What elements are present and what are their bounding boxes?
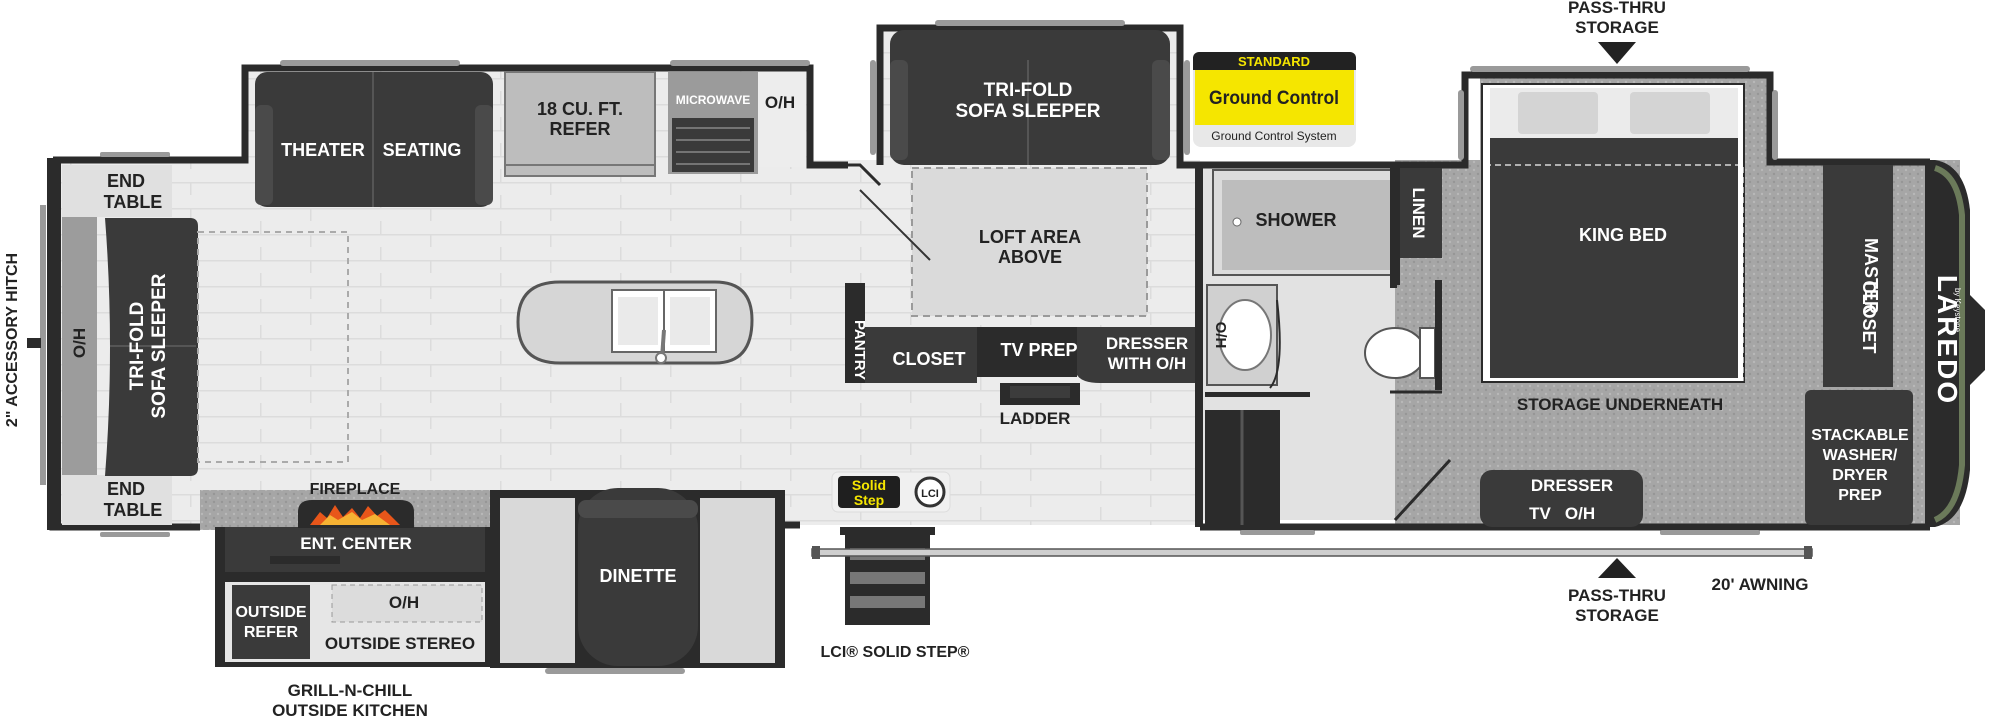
outside-kitchen-label-1: GRILL-N-CHILL (288, 681, 413, 700)
end-table-top (62, 165, 172, 217)
front-sofa-label-2: SOFA SLEEPER (149, 273, 170, 418)
gc-system-label: Ground Control System (1211, 129, 1336, 143)
end-table-bottom (62, 475, 172, 525)
bath-wall-left (1195, 165, 1203, 527)
loft-area (911, 167, 1148, 317)
pin-box (1970, 295, 1985, 385)
bedroom-oh-label: O/H (1565, 504, 1595, 523)
loft-label-1: LOFT AREA (979, 227, 1081, 247)
refer-label-2: REFER (549, 119, 610, 139)
pass-thru-bottom-label-1: PASS-THRU (1568, 586, 1666, 605)
pass-thru-top-label-2: STORAGE (1575, 18, 1659, 37)
front-oh-label: O/H (70, 328, 89, 358)
front-oh-panel (62, 215, 97, 475)
outside-oh-label: O/H (389, 593, 419, 612)
pantry-label: PANTRY (851, 320, 868, 380)
master-closet-label-1: MASTER (1861, 238, 1881, 314)
dinette-table (578, 488, 698, 666)
refer-label-1: 18 CU. FT. (537, 99, 623, 119)
linen-label: LINEN (1409, 188, 1428, 239)
shower-label: SHOWER (1256, 210, 1337, 230)
master-closet (1823, 165, 1893, 387)
end-table-top-label-1: END (107, 171, 145, 191)
toilet (1364, 327, 1426, 379)
linen-cabinet (1397, 168, 1442, 258)
bath-oh-label: O/H (1212, 322, 1229, 349)
gc-standard-label: STANDARD (1238, 54, 1310, 69)
bed-frame-outline (1484, 164, 1744, 381)
washer-label-2: WASHER/ (1823, 447, 1898, 464)
dresser-oh-label-1: DRESSER (1106, 334, 1188, 353)
bath-wall-right (1435, 280, 1442, 390)
bedroom-wall (1393, 165, 1400, 285)
microwave-label: MICROWAVE (676, 93, 750, 107)
loft-label-2: ABOVE (998, 247, 1062, 267)
awning-bar (811, 548, 1813, 557)
entry-steps (840, 527, 935, 625)
front-cap (47, 158, 61, 530)
solid-step-logo-1: Solid (852, 477, 886, 493)
kitchen-oh-label: O/H (765, 93, 795, 112)
pass-thru-top-label-1: PASS-THRU (1568, 0, 1666, 17)
lci-solid-step-label: LCI® SOLID STEP® (821, 644, 970, 661)
kitchen-oh (758, 72, 806, 167)
refrigerator (504, 71, 656, 177)
pass-thru-top-arrow (1598, 42, 1636, 64)
tv-prep-label: TV PREP (1000, 340, 1077, 360)
slide-sofa (890, 30, 1170, 165)
master-closet-label-2: CLOSET (1859, 280, 1879, 353)
end-table-bottom-label-2: TABLE (104, 500, 163, 520)
tv-prep-unit (977, 327, 1077, 377)
seating-label: SEATING (383, 140, 462, 160)
theater-label: THEATER (281, 140, 365, 160)
rear-cap-trim (1933, 165, 1965, 523)
ent-center (225, 527, 485, 572)
ent-center-label: ENT. CENTER (300, 534, 411, 553)
storage-underneath-label: STORAGE UNDERNEATH (1517, 395, 1723, 414)
front-sofa-label-1: TRI-FOLD (127, 302, 148, 391)
awning-label: 20' AWNING (1712, 575, 1809, 594)
dresser-unit (1077, 327, 1195, 383)
pass-thru-bottom-label-2: STORAGE (1575, 606, 1659, 625)
washer-label-3: DRYER (1832, 467, 1888, 484)
outside-refer (232, 585, 310, 659)
hitch-stub (27, 338, 41, 348)
solid-step-logo-2: Step (854, 492, 884, 508)
accessory-hitch-label: 2" ACCESSORY HITCH (4, 253, 21, 427)
rear-cap (1925, 160, 1970, 527)
gc-logo-label: Ground Control (1209, 88, 1339, 109)
slide-sofa-label-1: TRI-FOLD (984, 80, 1073, 101)
king-bed-label: KING BED (1579, 225, 1667, 245)
bedroom-dresser-label: DRESSER (1531, 476, 1613, 495)
dresser-oh-label-2: WITH O/H (1108, 354, 1186, 373)
window-marks (100, 20, 1778, 674)
outside-kitchen-label-2: OUTSIDE KITCHEN (272, 701, 428, 719)
slide-sofa-label-2: SOFA SLEEPER (956, 101, 1101, 122)
end-table-top-label-2: TABLE (104, 192, 163, 212)
washer-dryer-prep (1805, 390, 1913, 525)
pantry-unit (845, 283, 865, 383)
closet-label: CLOSET (892, 349, 965, 369)
front-window (40, 205, 46, 485)
washer-label-1: STACKABLE (1811, 427, 1909, 444)
brand-label: LAREDO (1932, 275, 1963, 405)
outside-refer-label-2: REFER (244, 624, 299, 641)
bedroom-tv-label: TV (1529, 504, 1551, 523)
outside-refer-label-1: OUTSIDE (235, 604, 306, 621)
end-table-bottom-label-1: END (107, 479, 145, 499)
pass-thru-bottom-arrow (1598, 558, 1636, 578)
fireplace-label: FIREPLACE (310, 481, 401, 498)
bedroom-dresser (1480, 470, 1643, 527)
lci-logo: LCI (921, 488, 939, 500)
outside-stereo-label: OUTSIDE STEREO (325, 634, 475, 653)
dinette-label: DINETTE (599, 566, 676, 586)
sofa-bed-extended-outline (197, 231, 349, 463)
washer-label-4: PREP (1838, 487, 1882, 504)
brand-sub-label: by Keystone (1953, 288, 1962, 333)
closet-unit (865, 327, 977, 383)
ladder-label: LADDER (1000, 409, 1071, 428)
